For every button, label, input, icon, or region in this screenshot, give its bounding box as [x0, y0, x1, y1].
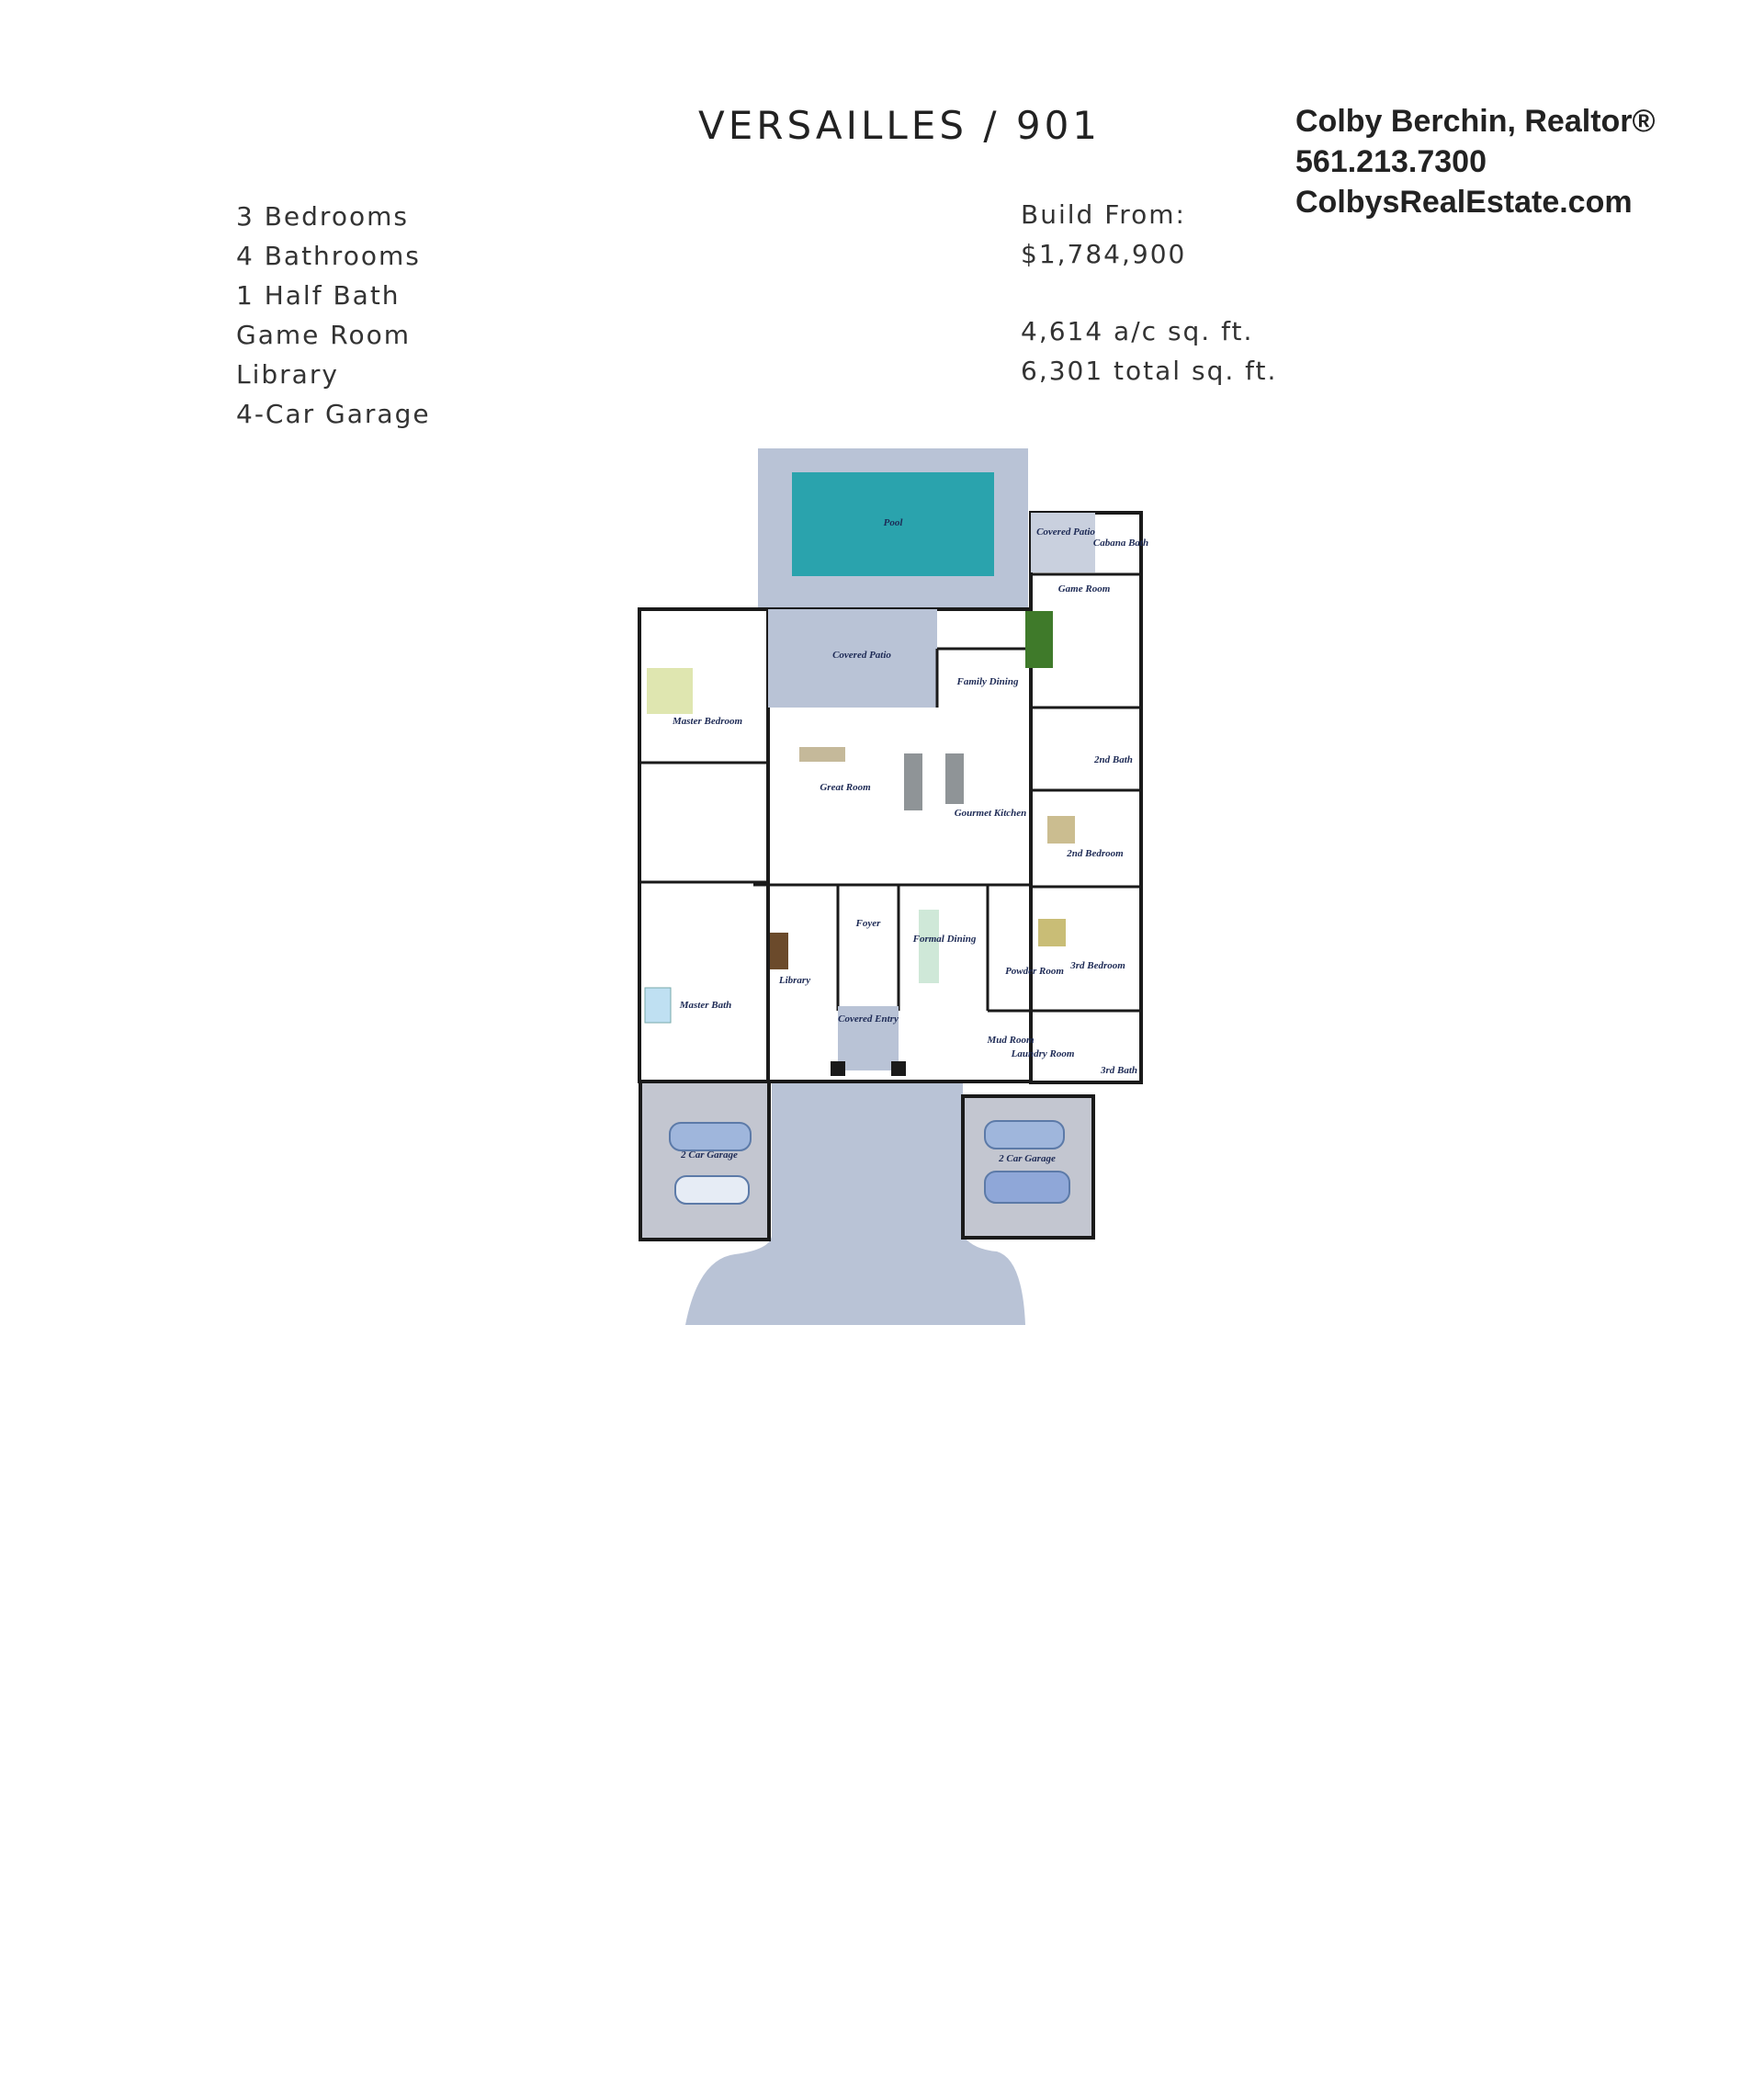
room-label: Library — [778, 975, 810, 986]
feature-item: 3 Bedrooms — [236, 201, 409, 232]
right-wing — [1029, 511, 1143, 1084]
car-icon — [669, 1122, 752, 1151]
room-label: 2 Car Garage — [680, 1149, 738, 1161]
entry-column — [891, 1061, 906, 1076]
room-label: Laundry Room — [1011, 1048, 1075, 1059]
car-icon — [674, 1175, 750, 1205]
room-label: Game Room — [1058, 583, 1111, 595]
room-label: Cabana Bath — [1093, 538, 1148, 549]
bed-icon — [1047, 816, 1075, 844]
room-label: Formal Dining — [912, 934, 977, 945]
pricing-block: Build From: $1,784,900 4,614 a/c sq. ft.… — [1021, 195, 1277, 391]
driveway — [685, 1057, 1025, 1325]
covered-entry-area — [838, 1006, 899, 1070]
covered-patio-rear-area — [1031, 513, 1095, 572]
island-icon — [945, 753, 964, 804]
entry-column — [831, 1061, 845, 1076]
room-label: Great Room — [820, 782, 871, 793]
bed-icon — [1038, 919, 1066, 946]
room-label: Covered Patio — [1036, 527, 1095, 538]
room-label: Powder Room — [1005, 966, 1064, 977]
room-label: Master Bath — [679, 1000, 732, 1011]
room-label: Covered Patio — [832, 650, 891, 661]
car-icon — [984, 1120, 1065, 1149]
room-label: Covered Entry — [838, 1014, 899, 1025]
room-label: Gourmet Kitchen — [955, 808, 1027, 819]
build-from-label: Build From: — [1021, 199, 1186, 230]
desk-icon — [770, 933, 788, 969]
ac-sqft: 4,614 a/c sq. ft. — [1021, 316, 1254, 346]
room-label: 2nd Bath — [1093, 754, 1133, 765]
room-label: 3rd Bath — [1100, 1065, 1137, 1076]
room-label: Pool — [884, 517, 904, 528]
feature-item: Library — [236, 359, 339, 390]
bed-icon — [647, 668, 693, 714]
realtor-website[interactable]: ColbysRealEstate.com — [1295, 185, 1633, 220]
garage-left-area — [639, 1080, 771, 1241]
room-label: Foyer — [855, 918, 882, 929]
room-label: 2 Car Garage — [998, 1153, 1056, 1164]
room-label: Master Bedroom — [672, 716, 743, 727]
covered-patio-area — [768, 609, 937, 708]
total-sqft: 6,301 total sq. ft. — [1021, 356, 1278, 386]
pool — [792, 472, 994, 576]
dining-table-icon — [919, 910, 939, 983]
feature-item: Game Room — [236, 320, 411, 350]
contact-block: Colby Berchin, Realtor® 561.213.7300 Col… — [1295, 101, 1656, 222]
room-label: 2nd Bedroom — [1066, 848, 1124, 859]
car-icon — [984, 1171, 1070, 1204]
pool-table-icon — [1025, 611, 1053, 668]
feature-item: 1 Half Bath — [236, 280, 401, 311]
realtor-name: Colby Berchin, Realtor® — [1295, 104, 1656, 139]
feature-item: 4-Car Garage — [236, 399, 431, 429]
price: $1,784,900 — [1021, 239, 1187, 269]
island-icon — [904, 753, 922, 810]
features-list: 3 Bedrooms 4 Bathrooms 1 Half Bath Game … — [236, 197, 431, 434]
room-label: 3rd Bedroom — [1069, 960, 1125, 971]
realtor-phone[interactable]: 561.213.7300 — [1295, 144, 1487, 179]
page-title: VERSAILLES / 901 — [698, 103, 1102, 148]
room-label: Mud Room — [986, 1035, 1034, 1046]
room-label: Family Dining — [956, 676, 1019, 687]
sofa-icon — [799, 747, 845, 762]
tub-icon — [644, 987, 672, 1024]
feature-item: 4 Bathrooms — [236, 241, 421, 271]
garage-right-area — [961, 1094, 1095, 1240]
